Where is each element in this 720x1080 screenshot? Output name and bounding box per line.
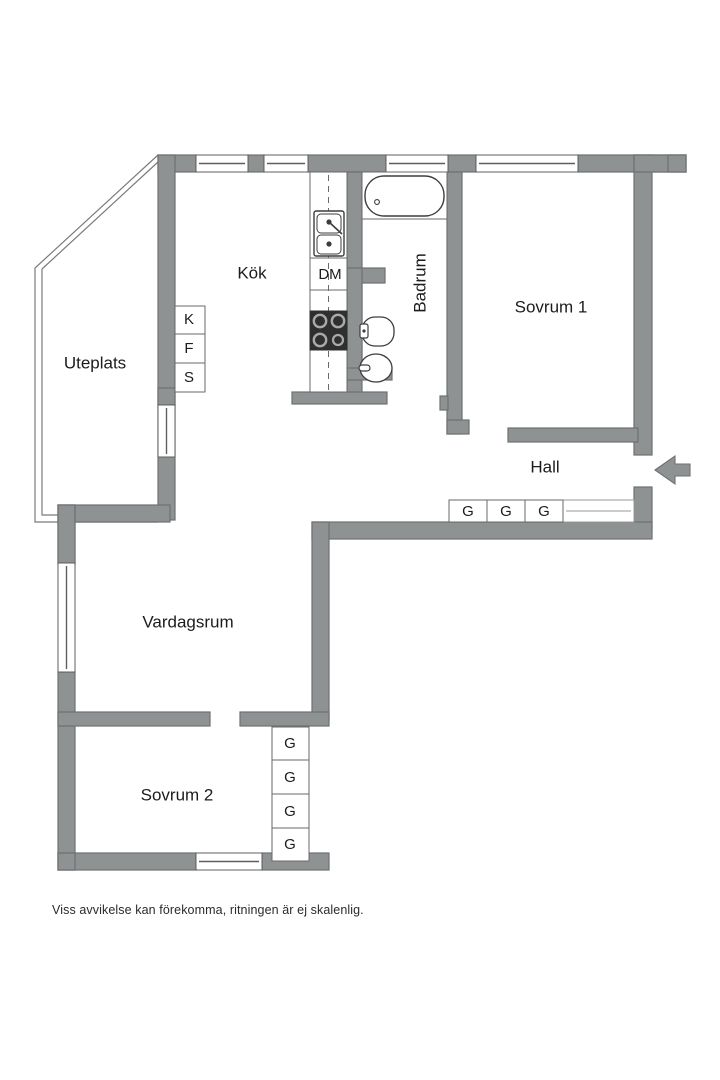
stove-fixture xyxy=(309,310,348,351)
toilet-fixture xyxy=(359,316,395,347)
bedroom-wardrobe-label-3: G xyxy=(284,803,296,820)
bedroom-wardrobe-boxes xyxy=(271,726,310,862)
windows xyxy=(57,154,635,871)
room-label-hall: Hall xyxy=(530,457,559,476)
uteplats-outline xyxy=(34,154,159,523)
room-label-badrum: Badrum xyxy=(410,253,429,313)
entrance-arrow xyxy=(654,454,691,486)
window-sovrum2 xyxy=(195,852,263,871)
washbasin-fixture xyxy=(358,353,393,383)
room-label-sovrum2: Sovrum 2 xyxy=(141,785,214,804)
room-label-kok: Kök xyxy=(237,263,267,282)
hall-wardrobe-label-1: G xyxy=(462,503,474,520)
kitchen-galley xyxy=(309,171,348,393)
kitchen-unit-label-kyl: K xyxy=(184,311,194,328)
kitchen-unit-label-frys: F xyxy=(184,340,193,357)
hall-sill xyxy=(562,499,635,523)
room-label-vardagsrum: Vardagsrum xyxy=(142,612,233,631)
hall-wardrobe-boxes xyxy=(448,499,564,523)
scale-disclaimer: Viss avvikelse kan förekomma, ritningen … xyxy=(52,903,364,917)
kitchen-unit-label-skafferi: S xyxy=(184,369,194,386)
kitchen-unit-boxes xyxy=(174,305,206,393)
room-label-uteplats: Uteplats xyxy=(64,353,126,372)
kitchen-sink-fixture xyxy=(313,210,345,257)
hall-wardrobe-label-3: G xyxy=(538,503,550,520)
room-label-sovrum1: Sovrum 1 xyxy=(515,297,588,316)
hall-wardrobe-label-2: G xyxy=(500,503,512,520)
window-badrum xyxy=(385,154,449,173)
bedroom-wardrobe-label-4: G xyxy=(284,836,296,853)
bathroom-fixtures xyxy=(358,171,448,383)
window-kok-1 xyxy=(195,154,249,173)
window-sovrum1 xyxy=(475,154,579,173)
appliance-label-diskmaskin: DM xyxy=(318,266,341,283)
window-kok-2 xyxy=(263,154,309,173)
bedroom-wardrobe-label-1: G xyxy=(284,735,296,752)
window-vardagsrum xyxy=(57,562,76,673)
bedroom-wardrobe-label-2: G xyxy=(284,769,296,786)
window-kok-terrace-door xyxy=(157,404,176,458)
bathtub-fixture xyxy=(361,171,448,220)
